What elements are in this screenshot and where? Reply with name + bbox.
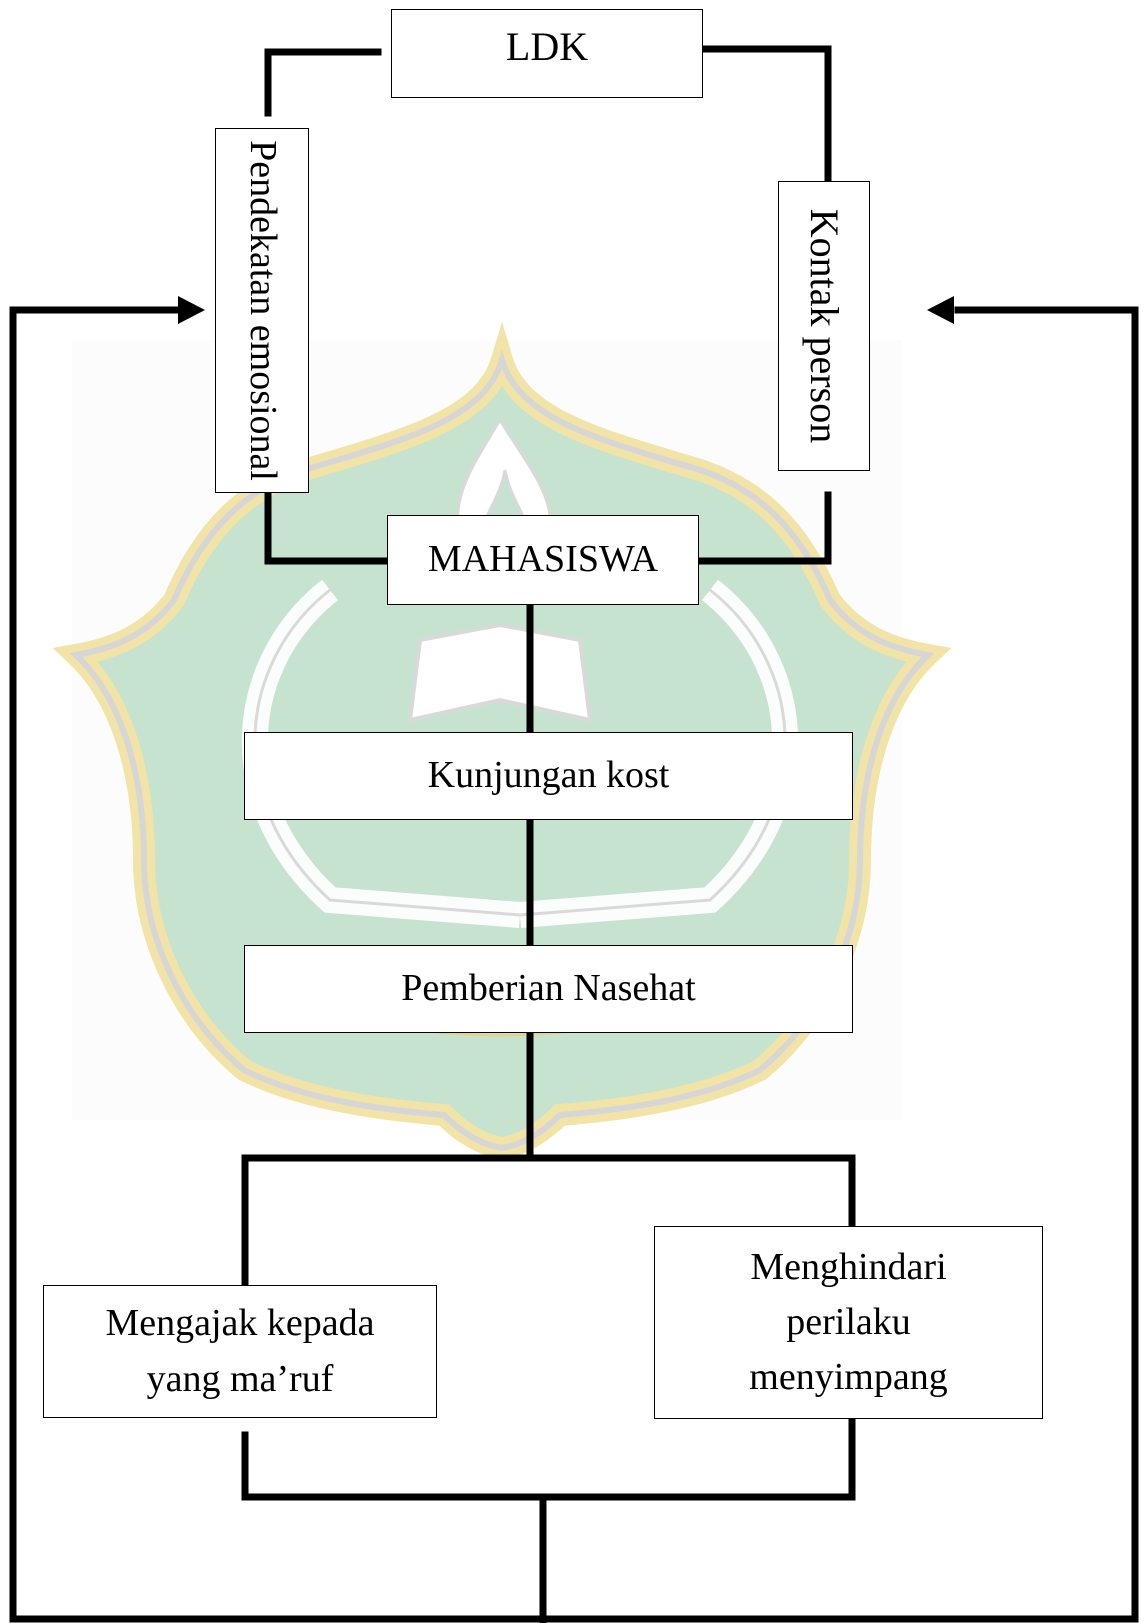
node-pendekatan-emosional: Pendekatan emosional [215, 128, 309, 493]
node-kontak-person-label: Kontak person [802, 208, 847, 444]
node-kunjungan-kost-label: Kunjungan kost [427, 754, 670, 797]
node-menghindari-label: Menghindari perilaku menyimpang [749, 1245, 948, 1399]
node-mahasiswa: MAHASISWA [387, 515, 699, 605]
node-pemberian-nasehat-label: Pemberian Nasehat [401, 967, 696, 1010]
node-ldk-label: LDK [505, 24, 589, 69]
arrowhead-right [927, 296, 954, 324]
node-mengajak-label: Mengajak kepada yang ma’ruf [105, 1302, 375, 1400]
emblem-book [407, 622, 593, 723]
node-menghindari-perilaku-menyimpang: Menghindari perilaku menyimpang [654, 1226, 1043, 1419]
node-mahasiswa-label: MAHASISWA [427, 538, 659, 581]
node-kontak-person: Kontak person [778, 181, 870, 471]
node-ldk: LDK [391, 9, 703, 98]
arrowhead-left [178, 296, 205, 324]
node-mengajak-kepada-yang-maruf: Mengajak kepada yang ma’ruf [43, 1285, 437, 1418]
node-pendekatan-emosional-label: Pendekatan emosional [241, 140, 284, 481]
node-kunjungan-kost: Kunjungan kost [244, 732, 853, 820]
node-pemberian-nasehat: Pemberian Nasehat [244, 945, 853, 1033]
